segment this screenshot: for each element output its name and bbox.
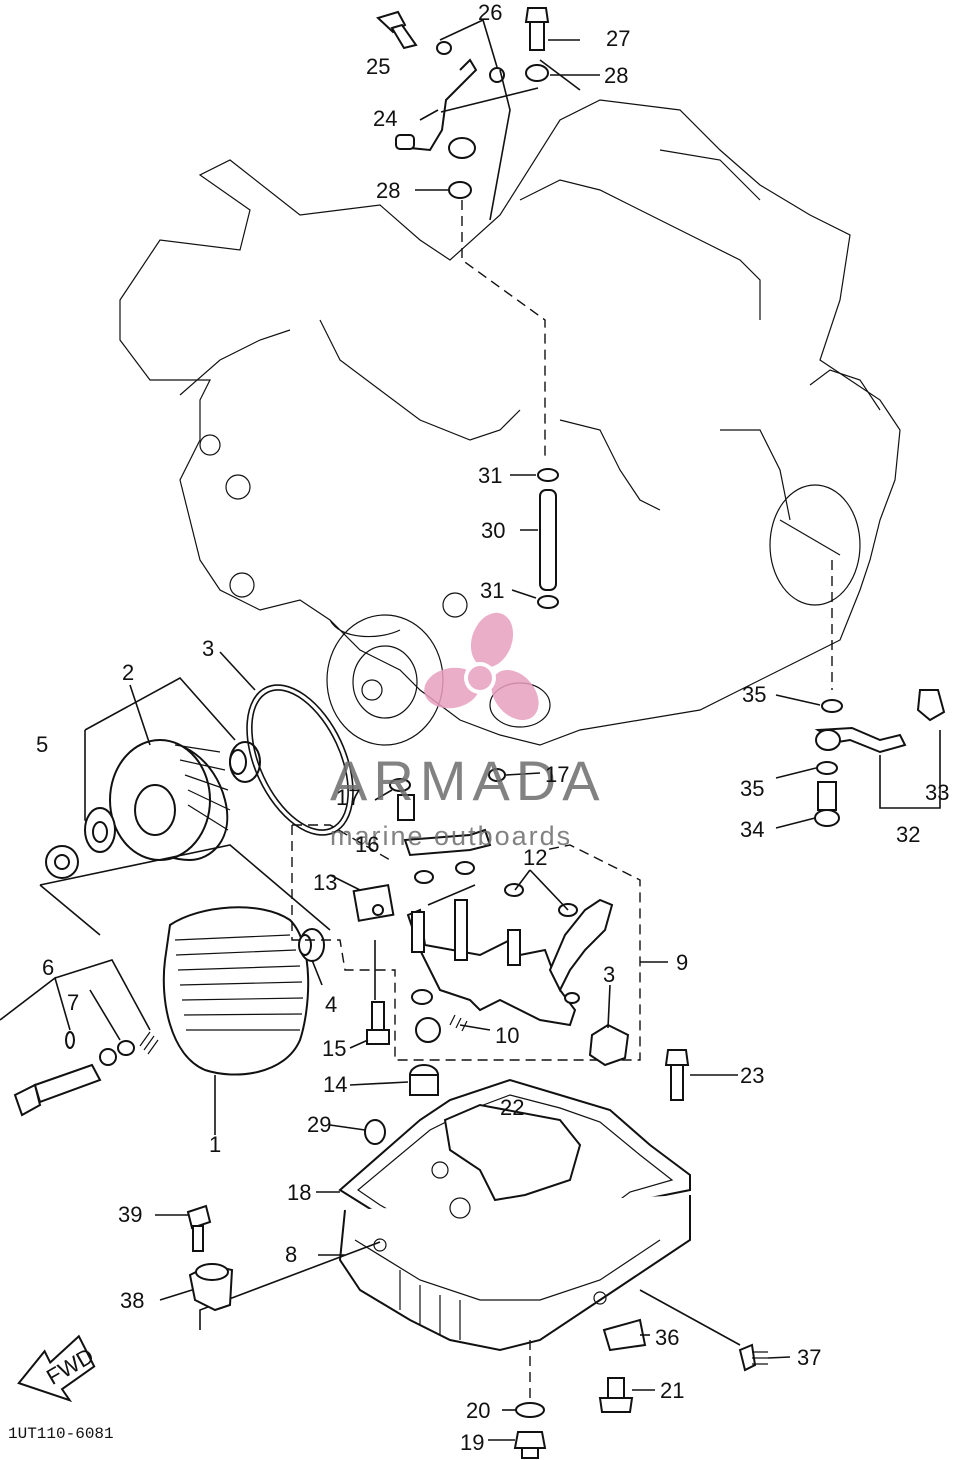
oil-pump-assembly	[291, 768, 641, 1145]
oil-switch-assembly	[814, 560, 946, 827]
bolt-23	[664, 1049, 690, 1101]
callout-label: 28	[376, 178, 400, 203]
leader-lines	[129, 39, 821, 1441]
callout-label: 25	[366, 54, 390, 79]
watermark-tagline: marine outboards	[330, 821, 572, 851]
callout-label: 27	[606, 26, 630, 51]
diagram-code: 1UT110-6081	[8, 1425, 114, 1443]
callout-label: 31	[480, 578, 504, 603]
callout-label: 24	[373, 106, 397, 131]
callout-label: 29	[307, 1112, 331, 1137]
callout-label: 7	[67, 990, 79, 1015]
callout-label: 2	[122, 660, 134, 685]
callout-label: 28	[604, 63, 628, 88]
callout-label: 26	[478, 0, 502, 25]
callout-numbers: 1 2 3 3 4 5 6 7 8 9 10 12 13 14 15 16 17…	[36, 0, 949, 1455]
callout-label: 9	[676, 950, 688, 975]
callout-label: 21	[660, 1378, 684, 1403]
callout-label: 8	[285, 1242, 297, 1267]
callout-label: 15	[322, 1036, 346, 1061]
relief-bolt	[0, 959, 159, 1117]
callout-label: 17	[545, 762, 569, 787]
callout-label: 34	[740, 817, 764, 842]
callout-label: 4	[325, 992, 337, 1017]
callout-label: 6	[42, 955, 54, 980]
fwd-arrow-icon: FWD	[17, 1334, 98, 1403]
oil-delivery-pipe	[537, 468, 559, 609]
callout-label: 31	[478, 463, 502, 488]
callout-label: 33	[925, 780, 949, 805]
oil-filter-element	[162, 906, 325, 1076]
oil-pan	[199, 1078, 741, 1400]
callout-label: 30	[481, 518, 505, 543]
watermark-brand: ARMADA	[330, 749, 606, 812]
oil-filter-cover	[39, 676, 354, 936]
armada-logo: ARMADA marine outboards	[330, 612, 606, 851]
callout-label: 32	[896, 822, 920, 847]
callout-label: 18	[287, 1180, 311, 1205]
callout-label: 23	[740, 1063, 764, 1088]
propeller-icon	[424, 612, 539, 721]
strainer-parts	[186, 1204, 234, 1312]
callout-label: 22	[500, 1095, 524, 1120]
callout-label: 37	[797, 1345, 821, 1370]
callout-label: 10	[495, 1023, 519, 1048]
callout-label: 13	[313, 870, 337, 895]
oil-pipe-assembly	[376, 7, 581, 460]
callout-label: 35	[740, 776, 764, 801]
callout-label: 3	[603, 962, 615, 987]
callout-label: 35	[742, 682, 766, 707]
callout-label: 1	[209, 1132, 221, 1157]
callout-label: 39	[118, 1202, 142, 1227]
callout-label: 20	[466, 1398, 490, 1423]
crankcase-outline	[119, 99, 901, 746]
callout-label: 5	[36, 732, 48, 757]
callout-label: 19	[460, 1430, 484, 1455]
callout-label: 36	[655, 1325, 679, 1350]
callout-label: 16	[355, 832, 379, 857]
callout-label: 14	[323, 1072, 347, 1097]
callout-label: 3	[202, 636, 214, 661]
callout-label: 38	[120, 1288, 144, 1313]
callout-label: 12	[523, 845, 547, 870]
drain-plug-parts	[513, 1318, 768, 1459]
callout-label: 17	[336, 785, 360, 810]
